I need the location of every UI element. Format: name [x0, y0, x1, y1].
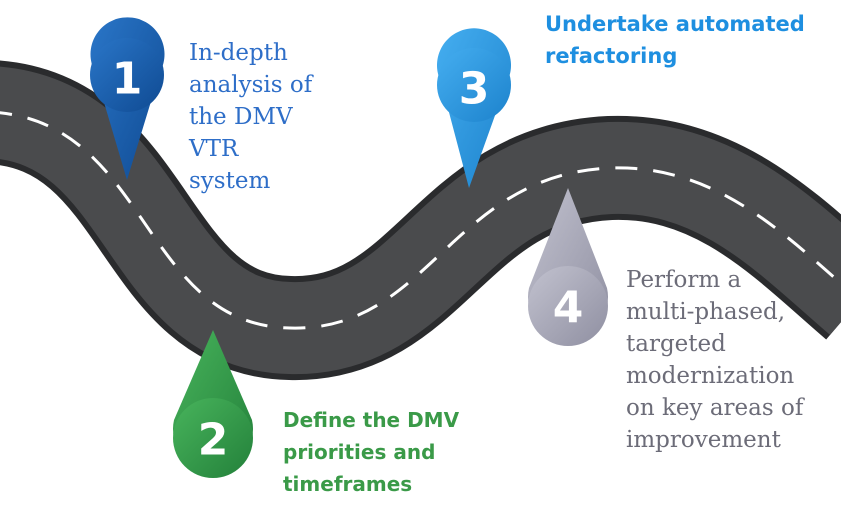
road-lane-marking	[0, 111, 841, 330]
step-2-line: timeframes	[283, 472, 413, 496]
step-1-line: In-depth	[189, 40, 288, 66]
step-2-line: priorities and	[283, 440, 436, 464]
step-2-number: 2	[198, 415, 229, 466]
step-1-line: VTR	[189, 136, 239, 162]
step-1-marker: 1	[90, 17, 165, 180]
step-1-line: the DMV	[189, 104, 293, 130]
step-1-line: system	[189, 168, 271, 194]
road	[0, 60, 841, 380]
step-3-number: 3	[459, 64, 490, 115]
step-4-line: multi-phased,	[626, 299, 786, 325]
step-2-marker: 2	[173, 330, 254, 478]
step-3-line: Undertake automated	[545, 12, 805, 36]
step-1-number: 1	[112, 54, 143, 105]
step-4-line: Perform a	[626, 267, 742, 293]
step-3-marker: 3	[437, 28, 511, 188]
step-1-line: analysis of	[189, 72, 313, 98]
step-4-line: targeted	[626, 331, 726, 357]
step-4-line: improvement	[626, 427, 781, 453]
step-2-line: Define the DMV	[283, 408, 460, 432]
step-2-description: Define the DMV priorities and timeframes	[283, 404, 459, 500]
step-4-marker: 4	[528, 188, 608, 346]
step-3-line: refactoring	[545, 44, 678, 68]
step-4-description: Perform a multi-phased, targeted moderni…	[626, 264, 803, 456]
step-4-line: modernization	[626, 363, 795, 389]
step-3-description: Undertake automated refactoring	[545, 8, 805, 72]
step-4-number: 4	[553, 283, 584, 334]
step-4-line: on key areas of	[626, 395, 804, 421]
step-1-description: In-depth analysis of the DMV VTR system	[189, 37, 312, 197]
